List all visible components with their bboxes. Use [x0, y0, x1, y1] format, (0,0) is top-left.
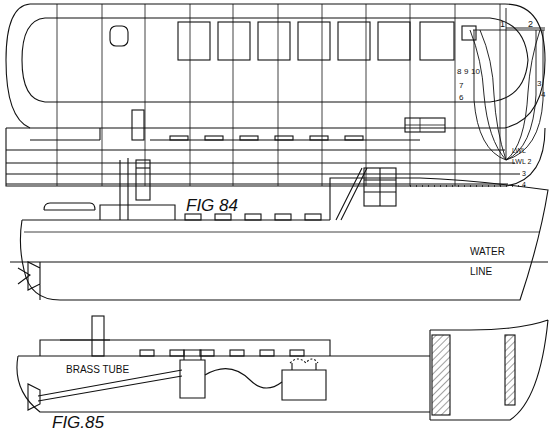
deck-outline	[22, 18, 528, 102]
section-number: 7	[459, 82, 463, 90]
skylight	[110, 26, 128, 46]
hatch-row	[178, 22, 454, 60]
deck-line	[6, 128, 505, 140]
hatch-row	[185, 214, 321, 220]
station-lines	[57, 4, 500, 186]
section-number: 3	[537, 80, 541, 88]
section-number: 9	[464, 68, 468, 76]
waterline-label: 4	[522, 181, 526, 188]
battery	[282, 363, 326, 400]
profile-hatches	[170, 136, 363, 140]
body-plan	[470, 8, 545, 160]
bulkhead	[505, 335, 515, 405]
profile-waterlines	[6, 128, 545, 186]
section-number: 1	[500, 20, 505, 29]
bulkhead	[432, 335, 450, 415]
waterline-label: LWL 2	[512, 158, 531, 165]
forecastle-block	[405, 118, 445, 132]
deckhouse	[100, 205, 175, 220]
water-line-label: LINE	[470, 267, 492, 277]
bridge	[364, 168, 396, 206]
propeller	[28, 384, 40, 410]
masts-and-boat	[44, 158, 128, 220]
funnel	[136, 160, 150, 200]
figure-caption: FIG 84	[186, 197, 238, 214]
hull-profile	[20, 178, 548, 300]
waterline-label: LWL	[512, 147, 526, 154]
hull-section	[17, 330, 430, 420]
section-number: 10	[471, 68, 480, 76]
funnel	[92, 316, 104, 356]
bow-section	[60, 320, 548, 420]
motor	[180, 350, 205, 398]
ladder	[336, 168, 367, 220]
propeller-rudder	[18, 262, 40, 300]
section-number: 2	[528, 20, 533, 29]
hatch-row	[140, 350, 304, 356]
water-line-label: WATER	[470, 247, 505, 257]
funnel	[132, 110, 144, 140]
wiring	[205, 369, 282, 388]
figure-caption: FIG.85	[52, 414, 104, 431]
section-number: 6	[459, 94, 463, 102]
section-number: 8	[457, 68, 461, 76]
hull-plan-outline	[6, 4, 545, 128]
water-line	[10, 261, 548, 262]
section-number: 4	[541, 91, 545, 99]
part-name: BRASS TUBE	[66, 365, 129, 375]
waterline-label: 3	[522, 170, 526, 177]
